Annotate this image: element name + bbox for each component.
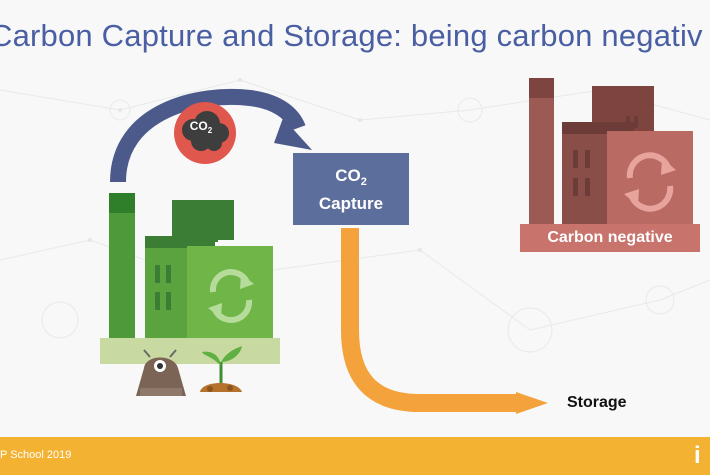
carbon-negative-label: Carbon negative [520,224,700,252]
footer-bar: P School 2019 i [0,437,710,475]
footer-text: P School 2019 [0,449,71,461]
co2-bubble-label: CO2 [186,119,216,135]
capture-co-text: CO [335,166,361,185]
co2-capture-box: CO2 Capture [293,153,409,225]
factory-green-icon [100,193,280,364]
pipe-arrowhead [516,392,548,414]
footer-logo: i [694,444,710,468]
capture-sub-text: 2 [361,176,367,188]
storage-label: Storage [567,394,627,412]
capture-label: Capture [319,193,383,214]
storage-pipe [350,228,520,403]
